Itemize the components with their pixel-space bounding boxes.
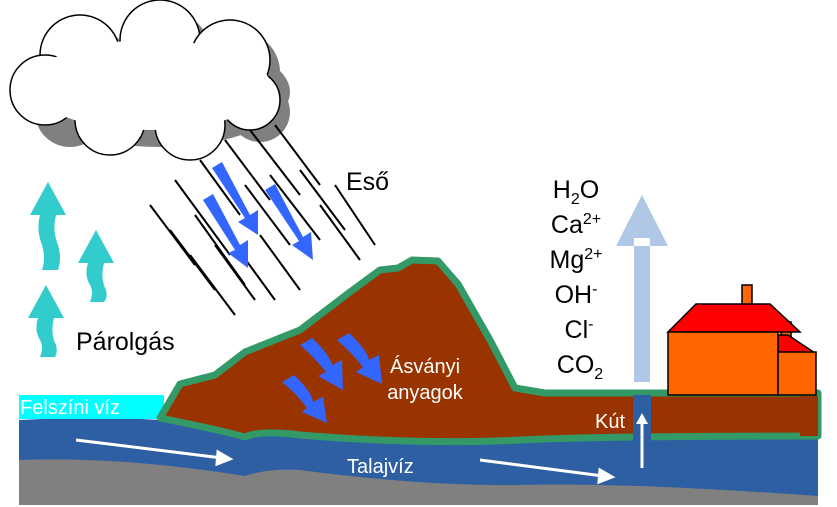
house-wall <box>777 351 817 396</box>
chemical-oh: OH- <box>555 281 598 309</box>
well-water-up-arrow-icon <box>616 195 668 382</box>
surface-water <box>19 395 164 419</box>
chemical-cl: Cl- <box>565 316 594 344</box>
house <box>666 284 818 396</box>
rain-label: Eső <box>346 168 389 196</box>
chemical-ca: Ca2+ <box>551 211 601 239</box>
flow-arrow-icon <box>75 438 223 460</box>
rain-streaks <box>149 124 376 316</box>
chemical-mg: Mg2+ <box>550 246 603 274</box>
chemical-list: H2O Ca2+ Mg2+ OH- Cl- CO2 <box>550 176 604 383</box>
roof <box>777 334 818 354</box>
house-wall <box>667 331 779 396</box>
chemical-h2o: H2O <box>553 176 599 208</box>
evaporation-label: Párolgás <box>76 328 175 356</box>
well-label: Kút <box>595 411 625 433</box>
soil-hill <box>156 256 822 446</box>
groundwater-label: Talajvíz <box>347 456 414 478</box>
rain-arrow-icon <box>212 162 258 235</box>
evaporation-arrow-icon <box>30 182 66 270</box>
mineral-arrow-icon <box>337 333 382 384</box>
mineral-arrows <box>282 333 382 423</box>
surface-water-label: Felszíni víz <box>20 397 120 419</box>
mineral-arrow-icon <box>300 338 343 390</box>
minerals-label-line1: Ásványi <box>390 355 460 378</box>
flow-arrows <box>75 438 616 485</box>
evaporation-arrow-icon <box>28 285 64 357</box>
evaporation-arrow-icon <box>78 230 114 302</box>
rain-arrows <box>203 162 313 268</box>
mineral-arrow-icon <box>282 375 327 423</box>
rain-arrow-icon <box>265 184 313 260</box>
chemical-co2: CO2 <box>557 351 604 383</box>
rain-arrow-icon <box>203 194 248 268</box>
evaporation-arrows <box>28 182 114 357</box>
roof <box>666 303 802 333</box>
minerals-label-line2: anyagok <box>387 382 464 404</box>
flow-arrow-icon <box>479 458 604 478</box>
cloud <box>9 0 290 161</box>
